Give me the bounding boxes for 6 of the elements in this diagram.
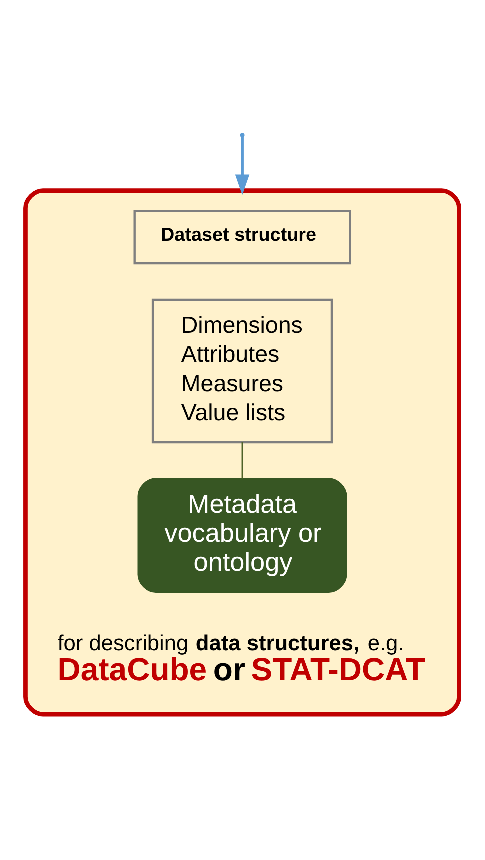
node-box: Metadata vocabulary or ontology [138,478,348,594]
node-box: Dataset structure [134,210,352,265]
arrow [235,137,250,196]
node-box: Dimensions Attributes Measures Value lists [152,298,334,444]
cluster [24,188,462,717]
connector [242,442,244,479]
